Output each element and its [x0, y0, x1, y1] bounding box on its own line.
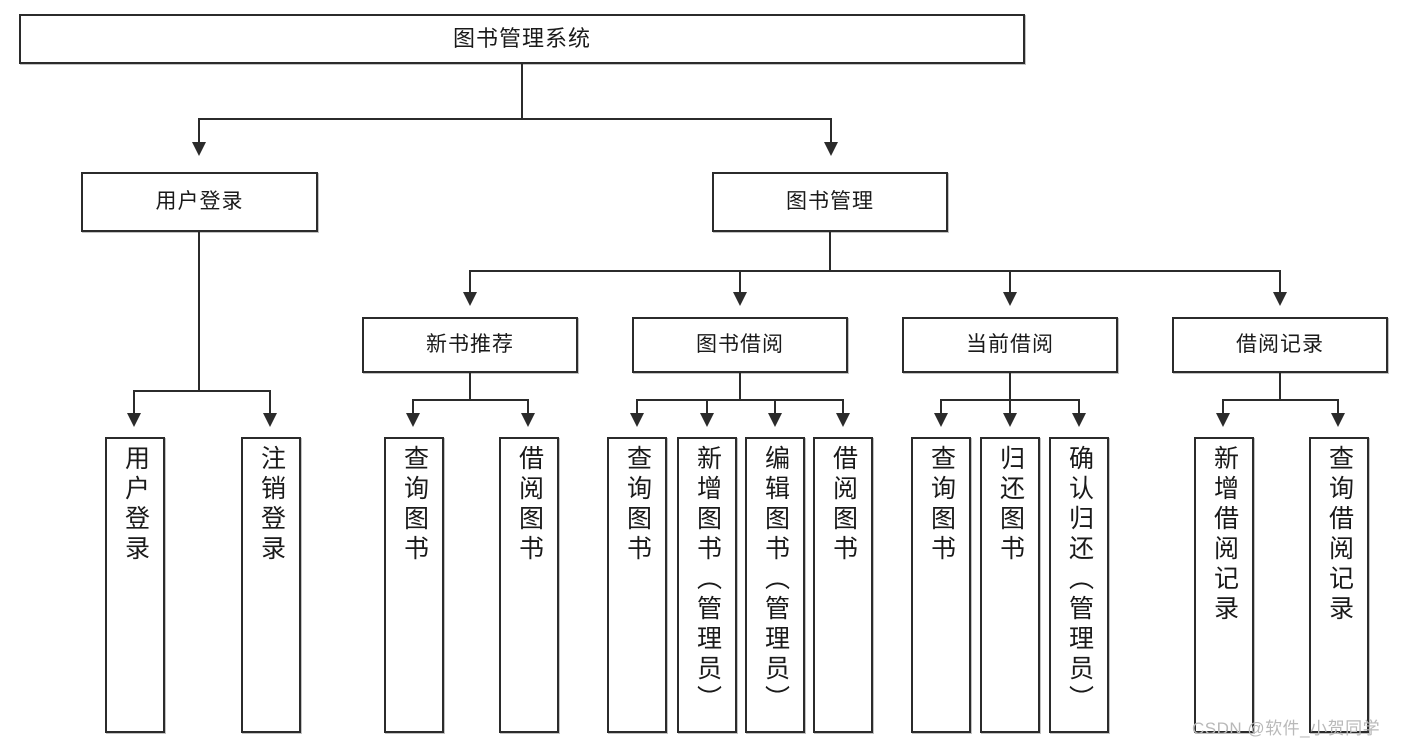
leaf-query-book-newbook[interactable]: 查询图书: [384, 437, 444, 733]
node-label: 确认归还（管理员）: [1065, 445, 1094, 715]
node-label: 查询借阅记录: [1325, 445, 1354, 625]
connector-userlogin-drop-2: [269, 390, 271, 413]
node-label: 查询图书: [400, 445, 429, 565]
arrow-to-leaf-borrow-book-a: [521, 413, 535, 427]
connector-bookborrow-drop-4: [842, 399, 844, 413]
leaf-add-borrow-record[interactable]: 新增借阅记录: [1194, 437, 1254, 733]
node-label: 当前借阅: [966, 333, 1054, 357]
connector-borrowrecord-bus: [1222, 399, 1339, 401]
arrow-to-leaf-confirm-return: [1072, 413, 1086, 427]
connector-root-bus: [198, 118, 832, 120]
node-user-login[interactable]: 用户登录: [81, 172, 318, 232]
connector-newbook-bus: [412, 399, 529, 401]
connector-currentborrow-drop-1: [940, 399, 942, 413]
arrow-to-new-book-rec: [463, 292, 477, 306]
node-label: 新增借阅记录: [1210, 445, 1239, 625]
connector-bookborrow-stem: [739, 373, 741, 401]
arrow-to-leaf-logout: [263, 413, 277, 427]
node-label: 借阅图书: [829, 445, 858, 565]
connector-borrowrecord-drop-2: [1337, 399, 1339, 413]
leaf-confirm-return-admin[interactable]: 确认归还（管理员）: [1049, 437, 1109, 733]
node-label: 注销登录: [257, 445, 286, 565]
connector-bookmgmt-stem: [829, 232, 831, 272]
connector-currentborrow-drop-2: [1009, 399, 1011, 413]
leaf-query-book-current[interactable]: 查询图书: [911, 437, 971, 733]
node-label: 查询图书: [623, 445, 652, 565]
connector-currentborrow-drop-3: [1078, 399, 1080, 413]
connector-bookmgmt-drop-3: [1009, 270, 1011, 292]
node-label: 图书管理: [786, 190, 874, 214]
arrow-to-leaf-return-book: [1003, 413, 1017, 427]
arrow-to-leaf-user-login: [127, 413, 141, 427]
leaf-query-borrow-record[interactable]: 查询借阅记录: [1309, 437, 1369, 733]
arrow-to-book-manage: [824, 142, 838, 156]
node-root-system[interactable]: 图书管理系统: [19, 14, 1025, 64]
node-label: 图书管理系统: [452, 25, 591, 51]
node-current-borrow[interactable]: 当前借阅: [902, 317, 1118, 373]
arrow-to-leaf-add-book: [700, 413, 714, 427]
leaf-edit-book-admin[interactable]: 编辑图书（管理员）: [745, 437, 805, 733]
leaf-return-book[interactable]: 归还图书: [980, 437, 1040, 733]
node-label: 新书推荐: [426, 333, 514, 357]
connector-currentborrow-stem: [1009, 373, 1011, 401]
connector-root-drop-left: [198, 118, 200, 142]
node-label: 编辑图书（管理员）: [761, 445, 790, 715]
node-label: 归还图书: [996, 445, 1025, 565]
node-label: 图书借阅: [696, 333, 784, 357]
connector-bookborrow-drop-1: [636, 399, 638, 413]
connector-userlogin-stem: [198, 232, 200, 392]
arrow-to-leaf-query-book-a: [406, 413, 420, 427]
connector-bookmgmt-drop-4: [1279, 270, 1281, 292]
connector-bookborrow-drop-3: [774, 399, 776, 413]
connector-root-stem: [521, 64, 523, 118]
arrow-to-book-borrow: [733, 292, 747, 306]
node-label: 查询图书: [927, 445, 956, 565]
leaf-borrow-book-borrow[interactable]: 借阅图书: [813, 437, 873, 733]
node-label: 用户登录: [155, 190, 244, 214]
connector-bookmgmt-drop-2: [739, 270, 741, 292]
connector-borrowrecord-drop-1: [1222, 399, 1224, 413]
arrow-to-leaf-add-record: [1216, 413, 1230, 427]
node-book-borrow[interactable]: 图书借阅: [632, 317, 848, 373]
connector-bookmgmt-drop-1: [469, 270, 471, 292]
arrow-to-leaf-query-record: [1331, 413, 1345, 427]
arrow-to-leaf-query-book-b: [630, 413, 644, 427]
node-label: 借阅记录: [1236, 333, 1324, 357]
connector-userlogin-bus: [133, 390, 271, 392]
connector-newbook-drop-1: [412, 399, 414, 413]
arrow-to-current-borrow: [1003, 292, 1017, 306]
node-label: 新增图书（管理员）: [693, 445, 722, 715]
connector-borrowrecord-stem: [1279, 373, 1281, 401]
node-borrow-record[interactable]: 借阅记录: [1172, 317, 1388, 373]
node-book-management[interactable]: 图书管理: [712, 172, 948, 232]
arrow-to-borrow-record: [1273, 292, 1287, 306]
connector-newbook-stem: [469, 373, 471, 401]
node-label: 借阅图书: [515, 445, 544, 565]
leaf-logout[interactable]: 注销登录: [241, 437, 301, 733]
connector-bookmgmt-bus: [469, 270, 1281, 272]
arrow-to-leaf-borrow-book-b: [836, 413, 850, 427]
arrow-to-user-login: [192, 142, 206, 156]
leaf-add-book-admin[interactable]: 新增图书（管理员）: [677, 437, 737, 733]
node-new-book-recommend[interactable]: 新书推荐: [362, 317, 578, 373]
connector-newbook-drop-2: [527, 399, 529, 413]
leaf-query-book-borrow[interactable]: 查询图书: [607, 437, 667, 733]
connector-root-drop-right: [830, 118, 832, 142]
arrow-to-leaf-edit-book: [768, 413, 782, 427]
connector-userlogin-drop-1: [133, 390, 135, 413]
leaf-user-login[interactable]: 用户登录: [105, 437, 165, 733]
arrow-to-leaf-query-book-c: [934, 413, 948, 427]
connector-bookborrow-drop-2: [706, 399, 708, 413]
connector-bookborrow-bus: [636, 399, 844, 401]
leaf-borrow-book-newbook[interactable]: 借阅图书: [499, 437, 559, 733]
node-label: 用户登录: [121, 445, 150, 565]
